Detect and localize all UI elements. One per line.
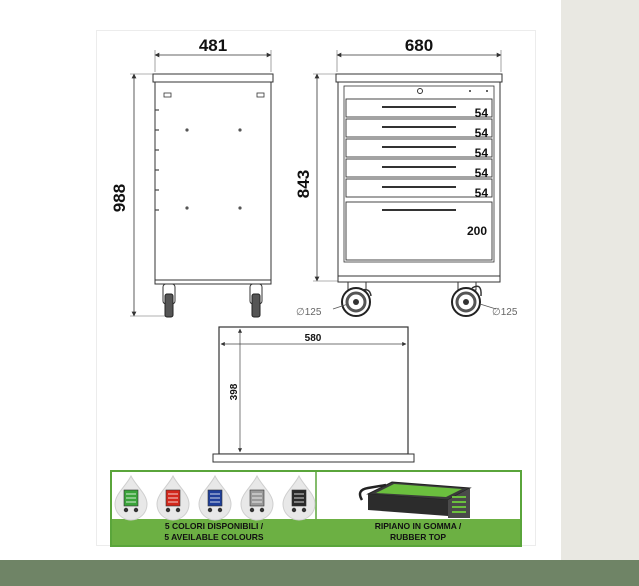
top-surface-outline	[218, 326, 409, 455]
front-height-label: 843	[294, 170, 313, 198]
side-height-label: 988	[110, 184, 129, 212]
colors-caption-line1: 5 COLORI DISPONIBILI /	[165, 521, 264, 531]
color-swatch-blue	[198, 474, 232, 521]
side-caster-right	[249, 283, 263, 318]
rubber-top-caption-line2: RUBBER TOP	[390, 532, 446, 542]
side-cabinet-body	[154, 81, 272, 281]
drawer-5-height-label: 54	[475, 186, 489, 200]
drawer-6-large	[345, 201, 493, 261]
front-view: 680 843 54 54 54 54	[294, 36, 518, 318]
features-banner: 5 COLORI DISPONIBILI / 5 AVEILABLE COLOU…	[110, 470, 522, 547]
banner-footer	[112, 519, 520, 545]
drawer-2-height-label: 54	[475, 126, 489, 140]
colors-caption-line2: 5 AVEILABLE COLOURS	[164, 532, 264, 542]
wheel-right-diameter-label: ∅125	[492, 307, 518, 318]
rubber-top-caption-line1: RIPIANO IN GOMMA /	[375, 521, 462, 531]
side-view: 481 988	[110, 36, 274, 318]
wheel-left-diameter-label: ∅125	[296, 307, 322, 318]
color-swatch-grey	[240, 474, 274, 521]
top-view: 580 398	[212, 326, 415, 463]
drawer-stack: 54 54 54 54 54 200	[345, 98, 493, 261]
top-width-label: 580	[305, 333, 322, 344]
front-caster-left	[341, 281, 372, 317]
front-width-label: 680	[405, 36, 433, 55]
color-swatch-red	[156, 474, 190, 521]
footer-band	[0, 560, 639, 586]
color-swatch-green	[114, 474, 148, 521]
top-depth-label: 398	[229, 383, 240, 400]
side-background-strip	[561, 0, 639, 560]
front-caster-right	[451, 281, 482, 317]
color-swatch-black	[282, 474, 316, 521]
color-swatches	[114, 474, 316, 521]
drawer-6-height-label: 200	[467, 224, 487, 238]
side-width-label: 481	[199, 36, 227, 55]
drawer-3-height-label: 54	[475, 146, 489, 160]
side-caster-left	[162, 283, 176, 318]
rubber-top-trolley-image	[358, 481, 472, 518]
drawer-1-height-label: 54	[475, 106, 489, 120]
drawer-4-height-label: 54	[475, 166, 489, 180]
